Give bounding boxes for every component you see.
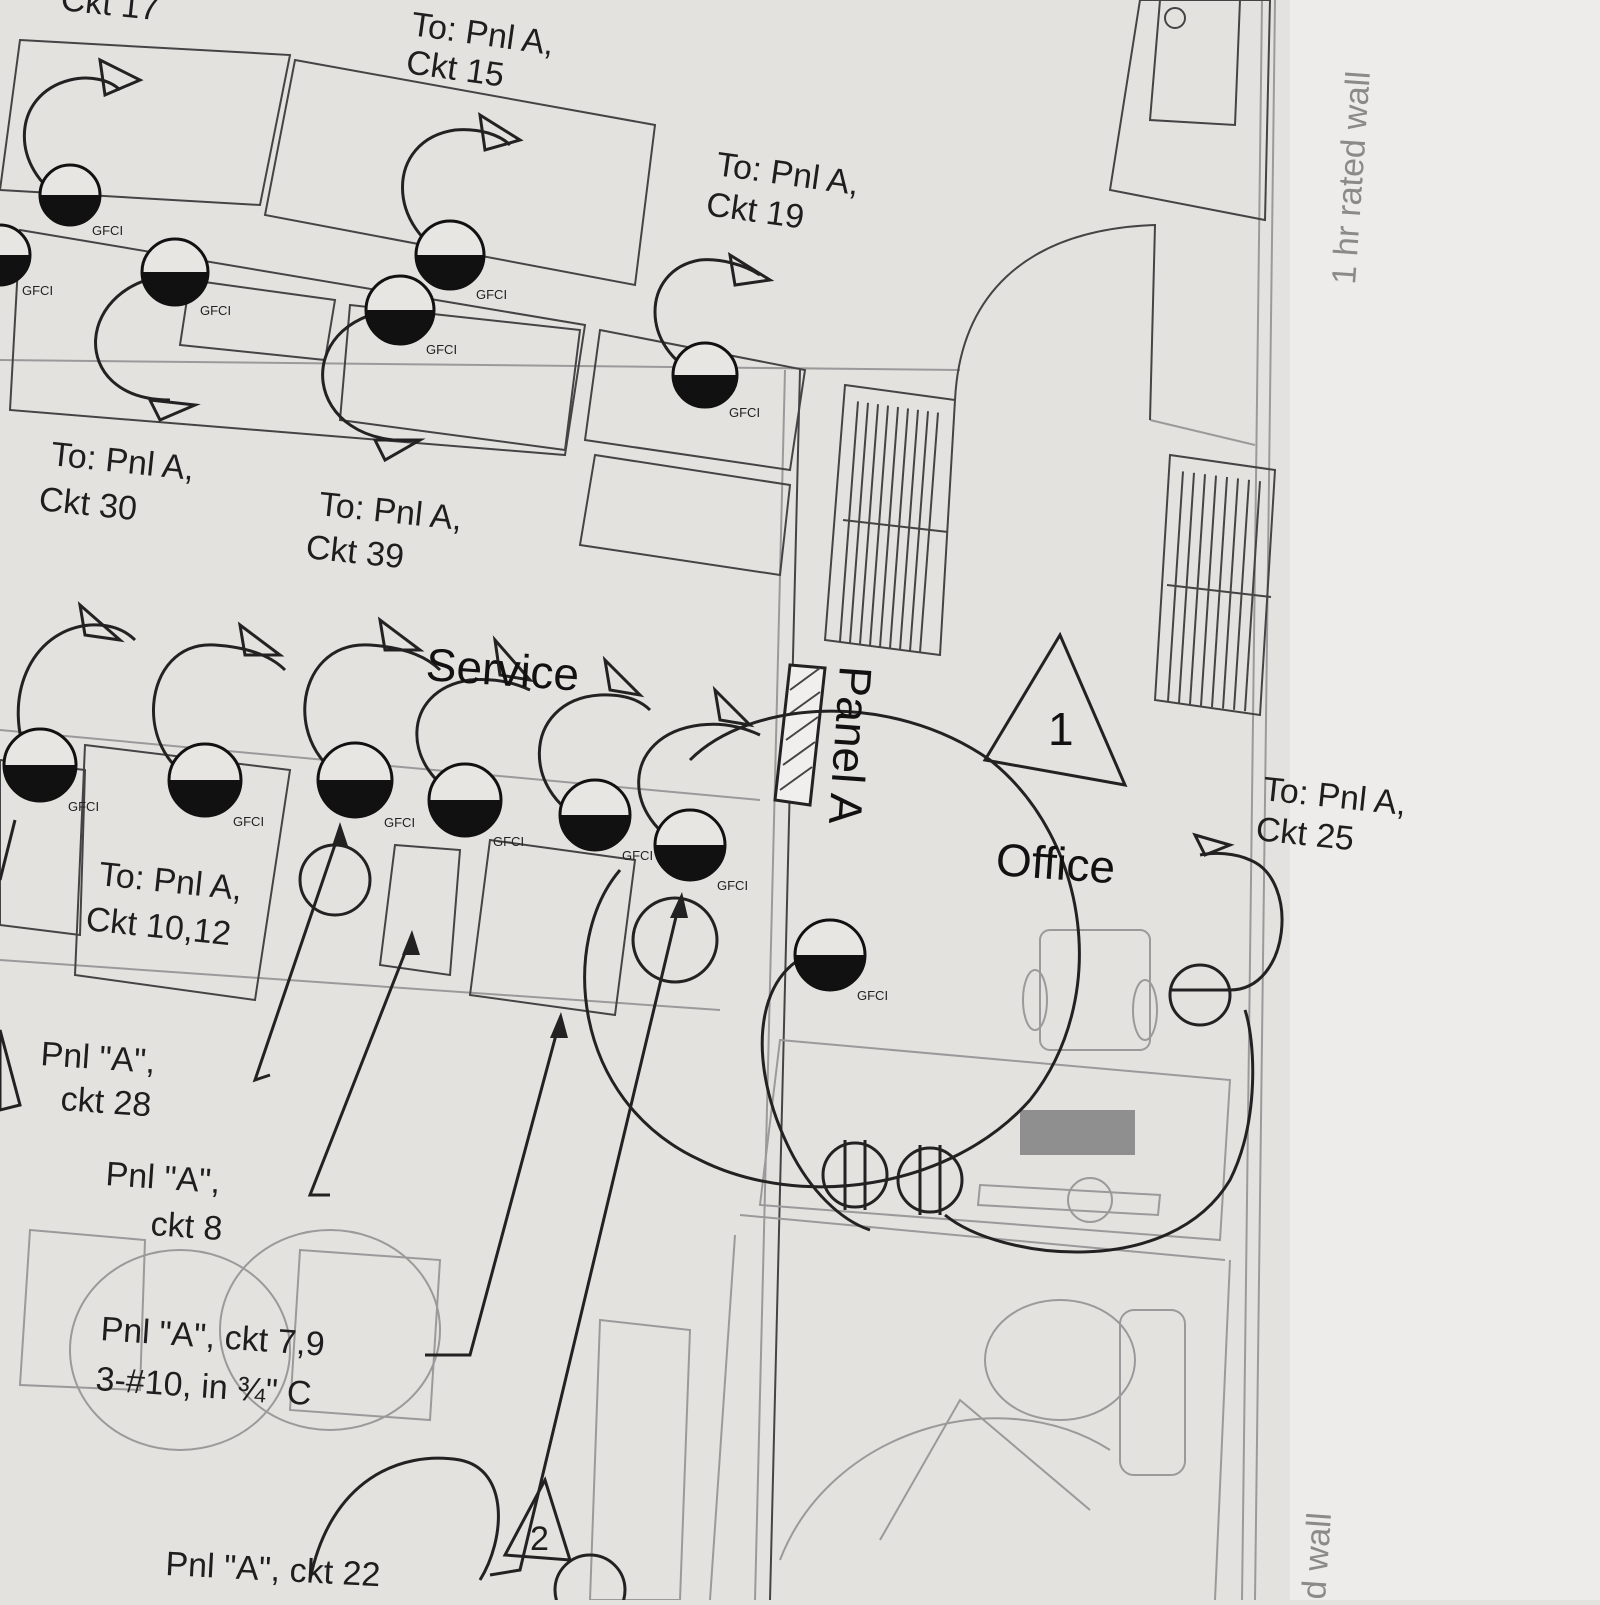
gfci-receptacle: GFCI <box>427 762 524 849</box>
revision-triangle-2: 2 <box>502 1476 573 1562</box>
gfci-tag: GFCI <box>92 223 123 238</box>
gfci-receptacle: GFCI <box>364 274 457 357</box>
gfci-tag: GFCI <box>22 283 53 298</box>
tread-line <box>899 409 919 650</box>
tread-line <box>879 406 899 648</box>
stair-treads <box>823 383 1277 717</box>
tread-line <box>889 408 909 649</box>
arrowheads <box>77 57 1235 1038</box>
gfci-receptacle: GFCI <box>140 237 231 318</box>
keyboard-block <box>1020 1110 1135 1155</box>
duplex-receptacles <box>298 843 1232 1605</box>
receptacle-fill <box>416 255 484 289</box>
gfci-tag: GFCI <box>476 287 507 302</box>
page-margin <box>1290 0 1600 1600</box>
label-ckt28-line2: ckt 28 <box>59 1080 152 1124</box>
gfci-tag: GFCI <box>493 834 524 849</box>
tread-line <box>909 411 929 652</box>
receptacle-fill <box>318 780 392 817</box>
tread-line <box>869 405 889 646</box>
panel-a-symbol <box>773 663 827 807</box>
furniture <box>0 0 1272 1601</box>
gfci-receptacle: GFCI <box>558 778 653 863</box>
tread-line <box>1222 478 1239 709</box>
tread-line <box>1244 481 1261 712</box>
receptacle-fill <box>0 255 30 285</box>
receptacle-fill <box>40 195 100 225</box>
room-name-service: Service <box>424 638 581 701</box>
gfci-receptacle: GFCI <box>316 741 415 830</box>
gfci-tag: GFCI <box>426 342 457 357</box>
receptacle-fill <box>655 845 725 880</box>
revision-2-number: 2 <box>530 1520 549 1558</box>
partial-wall-note: d wall <box>1295 1511 1339 1600</box>
gfci-tag: GFCI <box>857 988 888 1003</box>
gfci-receptacle: GFCI <box>653 808 748 893</box>
gfci-receptacle: GFCI <box>167 742 264 829</box>
tread-line <box>859 404 879 645</box>
panel-a-label: Panel A <box>819 664 882 826</box>
tread-divider <box>842 519 949 533</box>
gfci-tag: GFCI <box>68 799 99 814</box>
tread-divider <box>1166 584 1272 598</box>
gfci-receptacle: GFCI <box>2 727 99 814</box>
receptacle-fill <box>4 765 76 801</box>
label-ckt8-line1: Pnl "A", <box>104 1155 221 1201</box>
revision-triangle-edge <box>0 1029 22 1112</box>
receptacle-symbols: GFCI GFCI GFCI GFCI GFCI GFCI GFCI GFCI GFCI GFCI… <box>0 163 888 1003</box>
tread-lines <box>839 401 1272 712</box>
gfci-tag: GFCI <box>622 848 653 863</box>
tread-line <box>1233 479 1250 710</box>
gfci-tag: GFCI <box>233 814 264 829</box>
revision-triangle-1: 1 <box>982 631 1128 787</box>
label-ckt8-line2: ckt 8 <box>149 1205 223 1248</box>
tread-line <box>919 412 939 653</box>
receptacle-fill <box>142 272 208 305</box>
receptacle-fill <box>795 955 865 990</box>
walls-and-gridlines <box>0 0 1276 1601</box>
gfci-tag: GFCI <box>384 815 415 830</box>
gfci-receptacle: GFCI <box>0 223 53 298</box>
receptacle-fill <box>673 375 737 407</box>
receptacle-fill <box>429 800 501 836</box>
label-ckt28-line1: Pnl "A", <box>39 1035 156 1081</box>
receptacle-fill <box>366 310 434 344</box>
gfci-tag: GFCI <box>717 878 748 893</box>
gfci-receptacle: GFCI <box>671 341 760 420</box>
gfci-tag: GFCI <box>729 405 760 420</box>
room-name-office: Office <box>994 833 1117 893</box>
receptacle-fill <box>560 815 630 850</box>
gfci-receptacle: GFCI <box>414 219 507 302</box>
gfci-tag: GFCI <box>200 303 231 318</box>
gfci-receptacle: GFCI <box>793 918 888 1003</box>
revision-1-number: 1 <box>1048 703 1074 755</box>
gfci-receptacle: GFCI <box>38 163 123 238</box>
receptacle-fill <box>169 780 241 816</box>
